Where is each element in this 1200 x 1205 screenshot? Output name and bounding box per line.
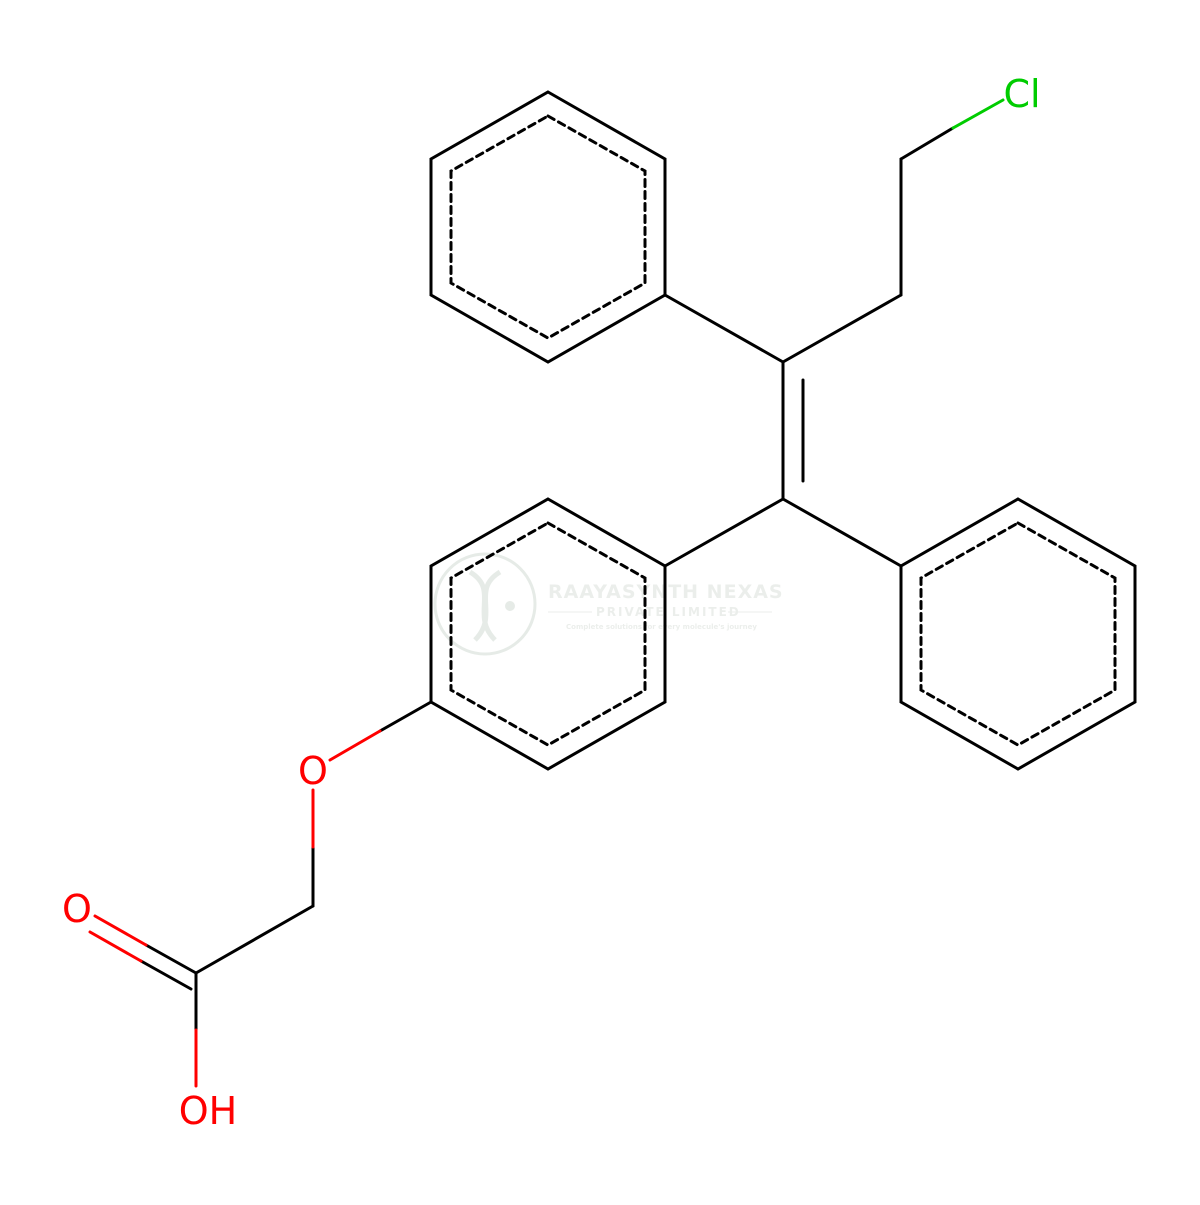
right-phenyl-ring <box>899 497 1137 771</box>
bond-carbonyl-black <box>144 943 198 975</box>
bond-ch2-cl-green <box>951 98 1005 130</box>
chlorine-label: Cl <box>1003 72 1040 116</box>
bond-carbonyl-black-2 <box>139 959 193 991</box>
bond-c2-middle-ring <box>663 497 785 568</box>
top-phenyl-aromatic <box>449 114 647 340</box>
middle-phenyl-ring <box>429 497 667 771</box>
bond-carbonyl-red-2 <box>88 930 143 963</box>
middle-phenyl-aromatic <box>449 521 647 747</box>
watermark-logo: RAAYASYNTH NEXAS PRIVATE LIMITED Complet… <box>433 552 783 656</box>
carbonyl-oxygen-label: O <box>62 887 92 931</box>
bond-c1-ch2 <box>781 293 903 364</box>
bond-c2-right-ring <box>781 497 903 568</box>
bonds <box>139 90 1137 1032</box>
bond-ch2-carboxyl <box>194 904 315 975</box>
right-phenyl-aromatic <box>919 521 1117 747</box>
hydroxyl-label: OH <box>179 1089 237 1133</box>
ether-oxygen-label: O <box>298 749 328 793</box>
bond-top-ring-to-c1 <box>663 293 785 364</box>
bond-ring-o-red <box>328 729 382 762</box>
watermark-tagline: Complete solutions for every molecule's … <box>566 623 757 631</box>
top-phenyl-ring <box>429 90 667 364</box>
bond-ring-o-black <box>378 700 433 733</box>
hetero-bonds <box>88 98 1005 1088</box>
watermark-subtitle: PRIVATE LIMITED <box>596 605 741 619</box>
bond-ch2-cl-black <box>899 126 955 161</box>
bond-carbonyl-red <box>93 914 148 947</box>
